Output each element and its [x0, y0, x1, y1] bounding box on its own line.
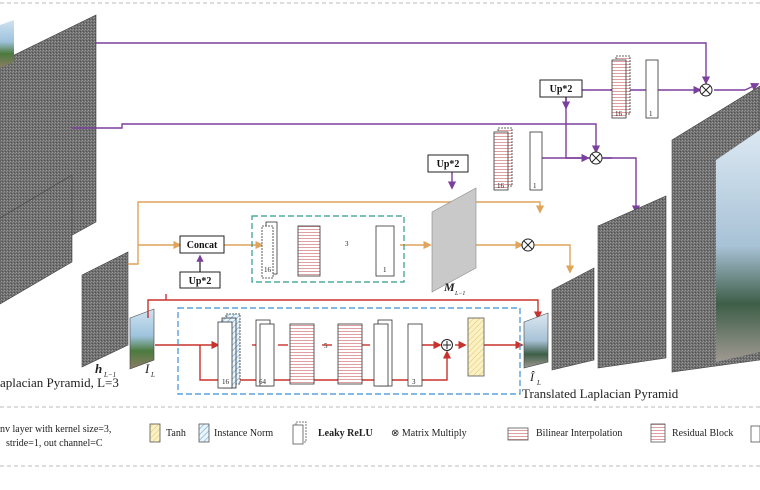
- concat-block: [179, 235, 225, 254]
- left-pyramid-caption: aplacian Pyramid, L=3: [0, 375, 119, 390]
- res-repeat: 5: [324, 342, 328, 350]
- orange-connections: [128, 201, 575, 274]
- up-left-link: [196, 254, 204, 272]
- top-channel-b: 1: [649, 110, 653, 118]
- h-label: h: [95, 361, 102, 376]
- legend-conv-line1: nv layer with kernel size=3,: [0, 424, 111, 435]
- legend-tanh: Tanh: [166, 428, 186, 439]
- mask-module-frame: [251, 215, 405, 283]
- multiply-operators: [521, 83, 713, 252]
- legend-instance-norm: Instance Norm: [214, 428, 273, 439]
- res-channel-a: 16: [222, 378, 230, 386]
- right-level-1: [597, 195, 667, 369]
- legend-matrix-multiply: ⊗ Matrix Multiply: [391, 428, 467, 439]
- mid-refine-layers: [493, 127, 543, 191]
- mask-module-layers: [261, 221, 395, 279]
- mid-channel-a: 16: [497, 182, 505, 190]
- legend-bilinear: Bilinear Interpolation: [536, 428, 622, 439]
- mask-repeat: 3: [345, 240, 349, 248]
- i-label: I: [144, 361, 150, 376]
- mask-label: M: [443, 280, 455, 294]
- i-hat-sub: L: [536, 379, 541, 387]
- upsample-mid-block: [427, 154, 469, 173]
- i-hat-label: Î: [529, 370, 535, 384]
- i-sub: L: [150, 371, 155, 379]
- legend-residual-swatch: [650, 423, 666, 443]
- legend-conv-line2: stride=1, out channel=C: [6, 438, 103, 449]
- right-pyramid: [523, 85, 760, 373]
- red-connections: [147, 294, 543, 381]
- add-operator: [441, 339, 453, 351]
- mask-channel-a: 16: [264, 266, 272, 274]
- mid-channel-b: 1: [533, 182, 537, 190]
- multiply-low: [521, 238, 535, 252]
- legend-bilinear-swatch: [507, 427, 529, 441]
- right-low-freq-image: [523, 312, 549, 369]
- res-channel-c: 3: [412, 378, 416, 386]
- legend-residual: Residual Block: [672, 428, 733, 439]
- concat-label: Concat: [187, 240, 218, 251]
- upsample-top-block: [539, 79, 583, 98]
- upsample-left-block: [179, 271, 221, 289]
- upsample-mid-label: Up*2: [437, 159, 460, 170]
- residual-module-layers: [217, 313, 485, 389]
- top-refine-layers: [611, 55, 659, 119]
- top-channel-a: 16: [615, 110, 623, 118]
- legend-instance-norm-swatch: [198, 423, 210, 443]
- right-pyramid-caption: Translated Laplacian Pyramid: [522, 386, 679, 401]
- right-output-image: [716, 130, 760, 362]
- left-pyramid: [0, 14, 155, 370]
- res-channel-b: 64: [259, 378, 267, 386]
- right-level-2: [551, 267, 595, 371]
- h-sub: L−1: [103, 371, 116, 379]
- upsample-top-label: Up*2: [550, 84, 573, 95]
- upsample-left-label: Up*2: [189, 276, 212, 287]
- legend-tanh-swatch: [149, 423, 161, 443]
- mask-map: [431, 187, 477, 293]
- legend: nv layer with kernel size=3, stride=1, o…: [0, 406, 760, 467]
- left-level-2: [81, 251, 129, 368]
- mask-channel-b: 1: [383, 266, 387, 274]
- legend-cut-swatch: [750, 425, 760, 443]
- left-original-image: [0, 20, 14, 68]
- legend-leaky-relu: Leaky ReLU: [318, 428, 373, 439]
- left-low-freq-image: [129, 308, 155, 370]
- multiply-top: [699, 83, 713, 97]
- multiply-mid: [589, 151, 603, 165]
- residual-module-frame: [177, 307, 521, 395]
- left-level-1: [0, 174, 73, 305]
- mask-sub: L−1: [454, 291, 465, 297]
